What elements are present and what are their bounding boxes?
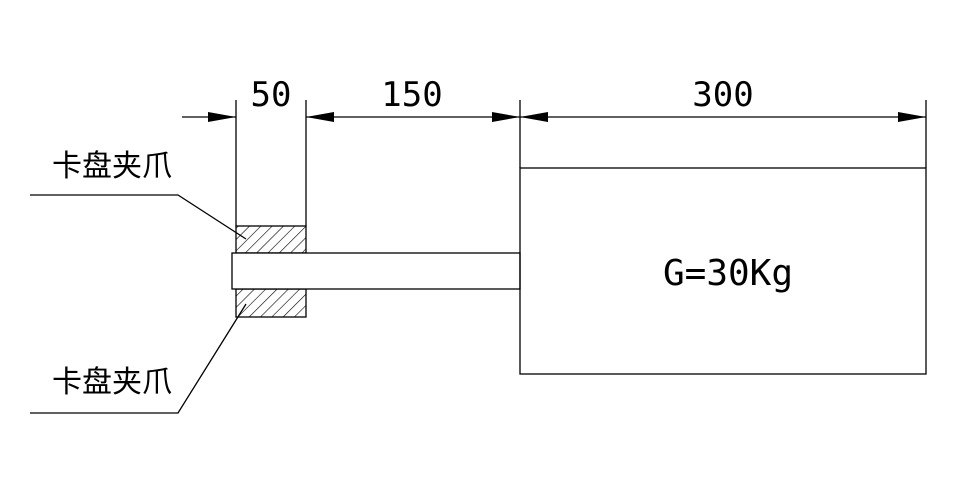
leader-line-upper: [30, 194, 247, 240]
extension-lines: [235, 100, 927, 226]
callout-label-upper: 卡盘夹爪: [52, 149, 172, 184]
arrow-body-start: [520, 112, 548, 122]
leader-line-lower: [30, 303, 247, 414]
chuck-jaw-upper: [235, 225, 307, 254]
chuck-jaw-lower: [235, 288, 307, 318]
mass-label: G=30Kg: [663, 253, 793, 294]
arrow-body-end: [898, 112, 926, 122]
dimension-text-jaw: 50: [251, 75, 292, 115]
body-block: [519, 167, 927, 375]
dimension-text-shaft: 150: [381, 75, 442, 115]
shaft: [231, 252, 521, 290]
arrow-jaw-left: [208, 112, 236, 122]
arrow-jaw-right: [306, 112, 334, 122]
leader-lines: [30, 194, 247, 414]
callout-label-lower: 卡盘夹爪: [52, 365, 172, 400]
arrow-shaft-end: [492, 112, 520, 122]
dimension-text-body: 300: [692, 75, 753, 115]
arrowheads: [208, 112, 926, 122]
